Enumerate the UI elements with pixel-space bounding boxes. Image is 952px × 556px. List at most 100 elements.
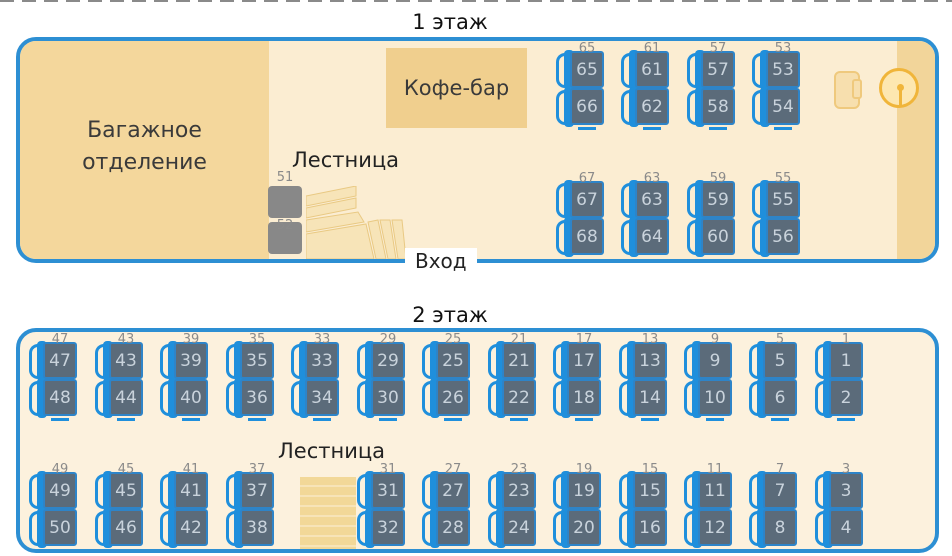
seat-back <box>226 511 236 546</box>
seat[interactable]: 58 <box>687 87 735 130</box>
seat[interactable]: 46 <box>95 508 143 548</box>
seat-tag: 65 <box>578 41 596 56</box>
driver-armrest <box>852 79 862 99</box>
seat[interactable]: 6 <box>749 378 797 421</box>
cafe-bar-label: Кофе-бар <box>403 76 510 100</box>
seat[interactable]: 34 <box>291 378 339 421</box>
seat[interactable]: 56 <box>752 217 800 257</box>
seat[interactable]: 32 <box>357 508 405 548</box>
seat[interactable]: 22 <box>488 378 536 421</box>
seat-tag: 55 <box>774 171 792 186</box>
seat[interactable]: 14 <box>619 378 667 421</box>
seat-armrest <box>37 341 47 381</box>
seat-number: 22 <box>502 379 536 416</box>
seat-armrest <box>823 341 833 381</box>
seat[interactable]: 8 <box>749 508 797 548</box>
seat[interactable]: 16 <box>619 508 667 548</box>
baggage-label-line2: отделение <box>82 150 207 175</box>
seat[interactable]: 66 <box>556 87 604 130</box>
seat-back <box>226 344 236 379</box>
seat-armrest <box>629 217 639 257</box>
seat[interactable]: 2 <box>815 378 863 421</box>
unavailable-seat: 51 <box>268 171 316 225</box>
seat-number: 50 <box>43 509 77 546</box>
seat-tag: 29 <box>379 332 397 347</box>
seat[interactable]: 48 <box>29 378 77 421</box>
seat-number: 37 <box>240 472 274 509</box>
seat[interactable]: 12 <box>684 508 732 548</box>
seat-tag: 53 <box>774 41 792 56</box>
seat[interactable]: 38 <box>226 508 274 548</box>
seat[interactable]: 50 <box>29 508 77 548</box>
seat-armrest <box>760 180 770 220</box>
seat[interactable]: 24 <box>488 508 536 548</box>
seat-armrest <box>561 508 571 548</box>
seat[interactable]: 64 <box>621 217 669 257</box>
seat[interactable]: 20 <box>553 508 601 548</box>
seat-back <box>291 381 301 416</box>
seat-armrest <box>496 378 506 418</box>
seat-number: 53 <box>766 51 800 88</box>
seat[interactable]: 54 <box>752 87 800 130</box>
seat[interactable]: 68 <box>556 217 604 257</box>
seat[interactable]: 40 <box>160 378 208 421</box>
seat-back <box>29 381 39 416</box>
seat[interactable]: 60 <box>687 217 735 257</box>
seat-marker <box>510 418 528 421</box>
seat[interactable]: 42 <box>160 508 208 548</box>
seat-armrest <box>692 378 702 418</box>
seat-armrest <box>629 87 639 127</box>
seat[interactable]: 26 <box>422 378 470 421</box>
seat-armrest <box>823 471 833 511</box>
seat[interactable]: 62 <box>621 87 669 130</box>
baggage-label-line1: Багажное <box>87 118 202 143</box>
seat-armrest <box>365 378 375 418</box>
seat-number: 24 <box>502 509 536 546</box>
seat[interactable]: 36 <box>226 378 274 421</box>
seat-marker <box>641 418 659 421</box>
seat-armrest <box>627 378 637 418</box>
seat[interactable]: 18 <box>553 378 601 421</box>
seat[interactable]: 28 <box>422 508 470 548</box>
seat-tag: 5 <box>775 332 785 347</box>
seat[interactable]: 44 <box>95 378 143 421</box>
seat[interactable]: 30 <box>357 378 405 421</box>
seat[interactable]: 10 <box>684 378 732 421</box>
seat-number: 42 <box>174 509 208 546</box>
seat-tag: 39 <box>182 332 200 347</box>
seat[interactable]: 4 <box>815 508 863 548</box>
